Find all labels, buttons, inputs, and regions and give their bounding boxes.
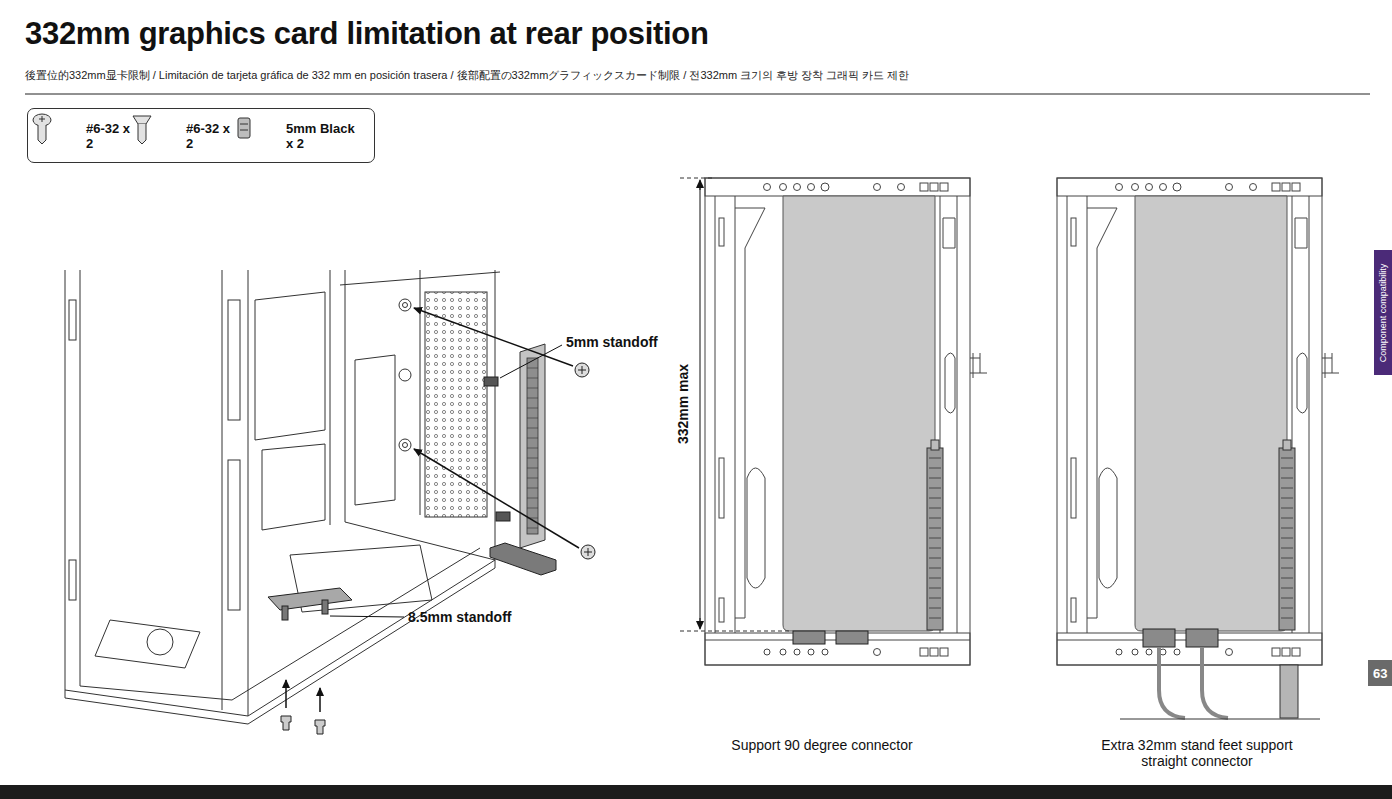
hardware-box: #6-32 x 2 #6-32 x 2 5mm Black x 2 [27,108,375,163]
section-tab: Component compatibility [1374,250,1392,375]
node-text: Component compatibility [1378,263,1388,362]
node-text: 63 [1373,666,1387,681]
page-title: 332mm graphics card limitation at rear p… [25,16,709,52]
view-caption: Support 90 degree connector [687,737,957,753]
node-text: #6-32 x 2 [86,122,136,152]
page-number: 63 [1368,660,1392,686]
subtitle: 後置位的332mm显卡限制 / Limitación de tarjeta gr… [25,69,909,82]
part-label: 8.5mm standoff [408,609,511,625]
node-text: #6-32 x 2 [186,122,236,152]
dimension-label: 332mm max [675,364,691,444]
view-caption: Extra 32mm stand feet support straight c… [1082,737,1312,769]
node-text: 5mm Black x 2 [286,122,364,152]
part-label: 5mm standoff [566,334,658,350]
footer-band [0,785,1392,799]
